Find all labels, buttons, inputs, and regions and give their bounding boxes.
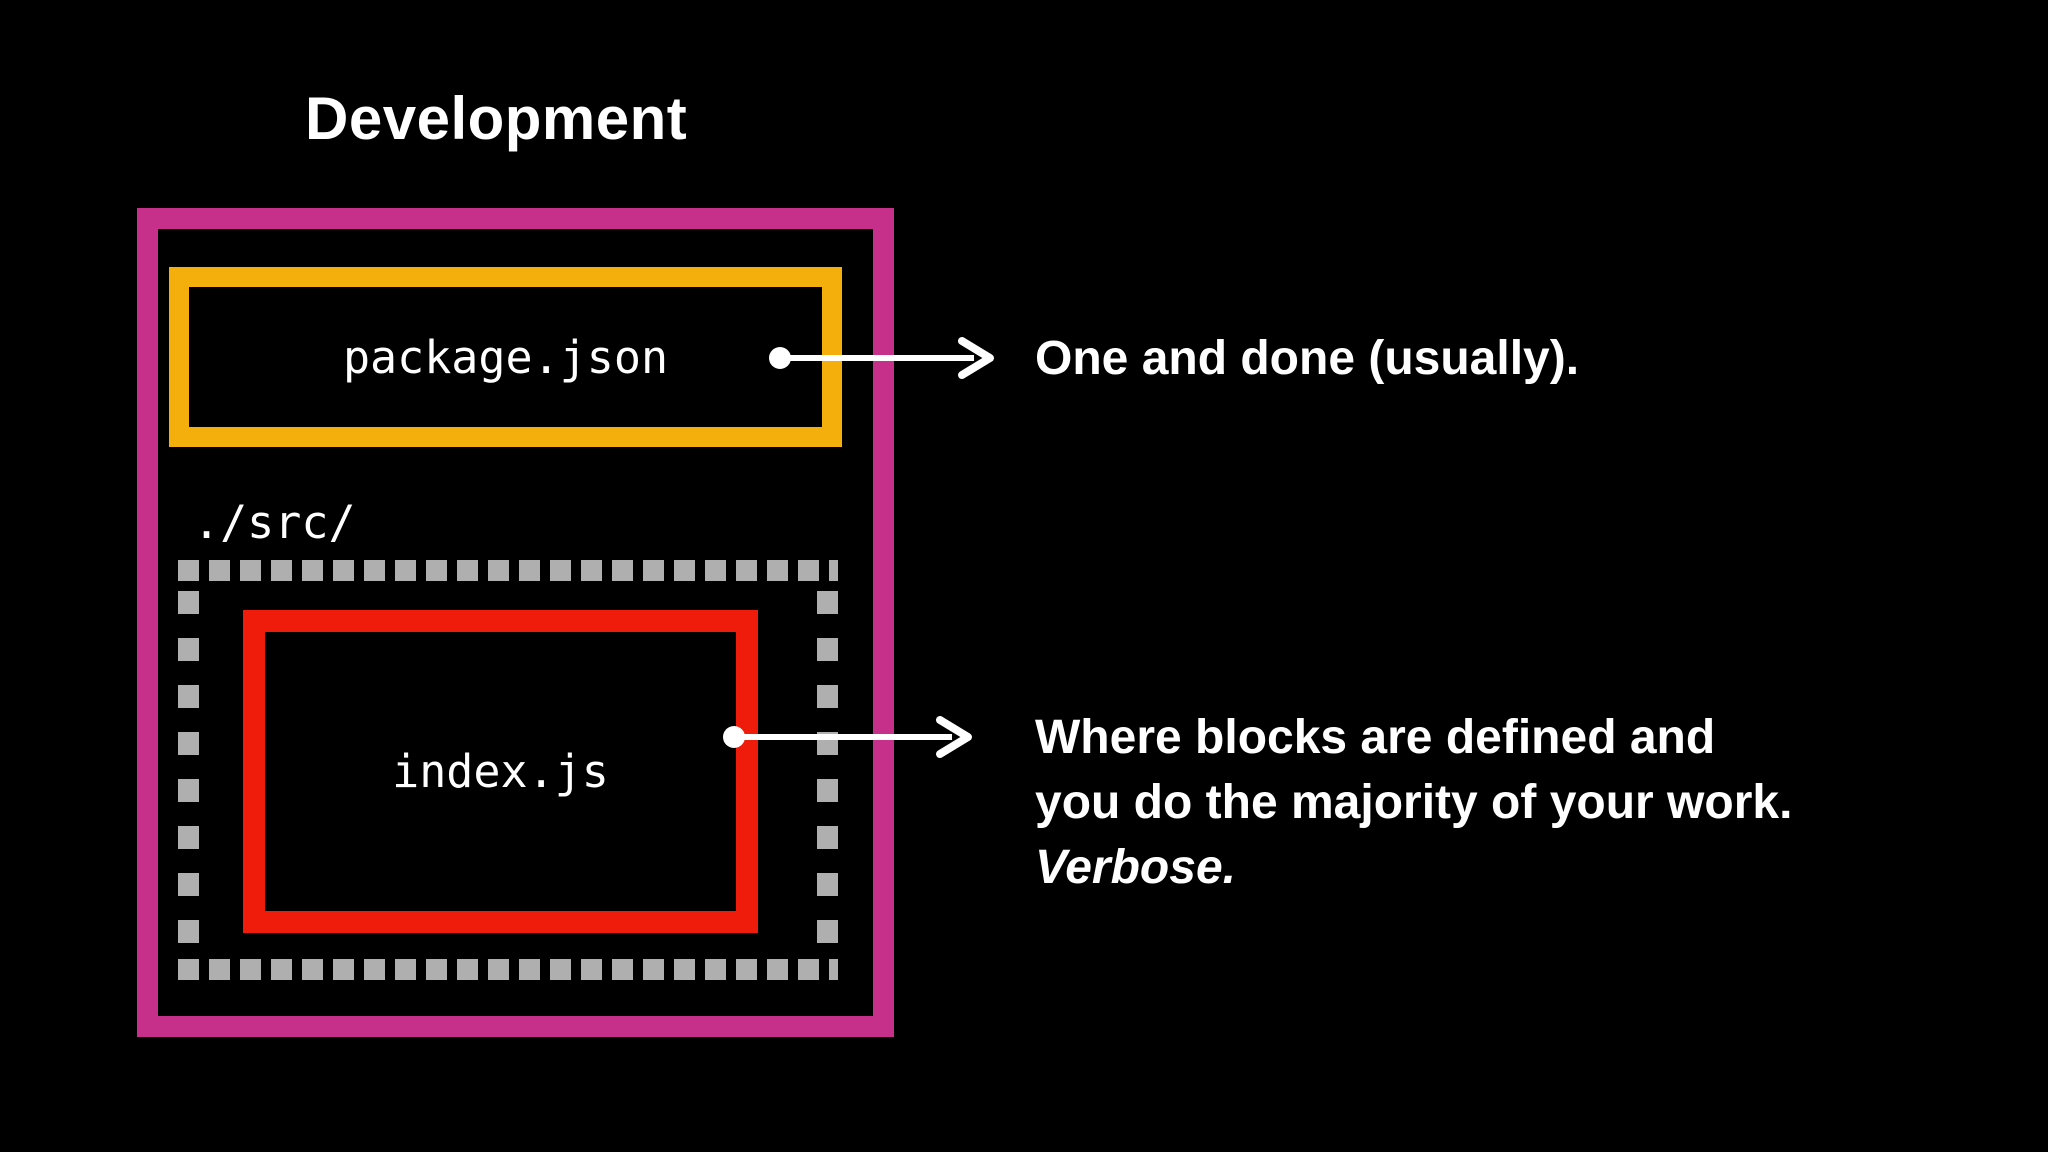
annotation-line: Where blocks are defined and [1035, 711, 1716, 764]
index-js-box: index.js [243, 610, 758, 933]
arrowhead-icon [936, 716, 972, 758]
annotation-index-js: Where blocks are defined and you do the … [1035, 705, 1792, 900]
dashed-border-top [178, 560, 838, 581]
dashed-border-bottom [178, 959, 838, 980]
page-title: Development [305, 85, 688, 152]
package-json-box: package.json [169, 267, 842, 447]
annotation-emphasis: Verbose. [1035, 841, 1236, 894]
src-folder-box [178, 560, 838, 980]
dashed-border-right [817, 591, 838, 949]
dashed-border-left [178, 591, 199, 949]
package-json-label: package.json [342, 330, 669, 384]
src-path-label: ./src/ [193, 496, 356, 549]
arrowhead-icon [958, 337, 994, 379]
index-js-label: index.js [392, 745, 609, 798]
annotation-line: you do the majority of your work. [1035, 776, 1793, 829]
project-box [137, 208, 894, 1037]
annotation-package-json: One and done (usually). [1035, 332, 1580, 385]
